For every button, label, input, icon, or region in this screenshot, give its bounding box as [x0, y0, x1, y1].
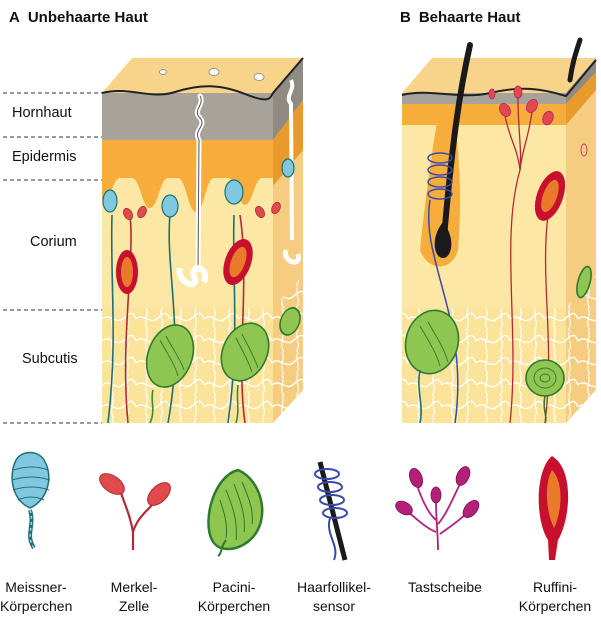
legend-label-merkel: Merkel- Zelle	[104, 578, 164, 616]
panel-b-top-surface	[402, 58, 596, 93]
merkel-icon	[96, 469, 175, 550]
pacini-icon	[208, 470, 262, 556]
layer-label-hornhaut: Hornhaut	[12, 105, 72, 121]
layer-label-epidermis: Epidermis	[12, 149, 76, 165]
panel-a-top-surface	[102, 58, 303, 93]
panel-b-title-text: Behaarte Haut	[419, 9, 521, 26]
panel-a-title-text: Unbehaarte Haut	[28, 9, 148, 26]
meissner-icon	[12, 453, 50, 549]
haarfollikelsensor-icon	[315, 462, 347, 560]
tastscheibe-icon	[393, 464, 482, 550]
layer-dividers	[3, 93, 102, 423]
panel-b-letter: B	[400, 9, 411, 26]
panel-b-skin-block	[399, 40, 596, 423]
panel-b-title: B Behaarte Haut	[400, 9, 521, 26]
layer-label-subcutis: Subcutis	[22, 351, 78, 367]
legend-label-pacini: Pacini- Körperchen	[192, 578, 276, 616]
panel-a-skin-block	[102, 58, 303, 423]
legend-label-tastscheibe: Tastscheibe	[400, 578, 490, 597]
legend-label-meissner: Meissner- Körperchen	[0, 578, 72, 616]
legend-label-ruffini: Ruffini- Körperchen	[510, 578, 600, 616]
legend-label-haarfollikel: Haarfollikel- sensor	[290, 578, 378, 616]
panel-a-letter: A	[9, 9, 20, 26]
layer-label-corium: Corium	[30, 234, 77, 250]
panel-a-hornhaut	[102, 93, 273, 140]
panel-a-title: A Unbehaarte Haut	[9, 9, 148, 26]
ruffini-icon	[539, 456, 568, 560]
